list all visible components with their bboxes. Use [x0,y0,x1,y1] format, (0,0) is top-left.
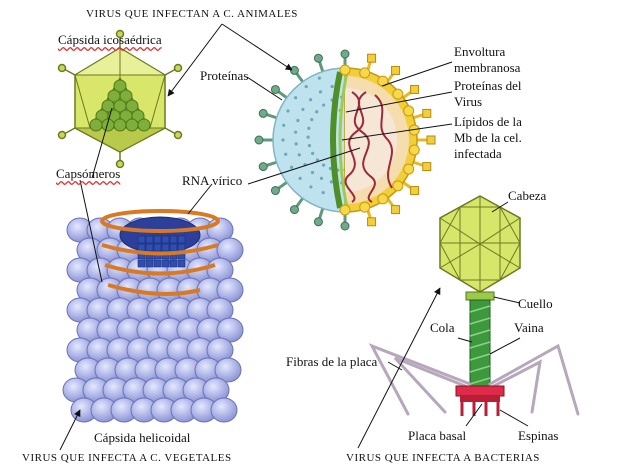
header-animal-viruses: VIRUS QUE INFECTAN A C. ANIMALES [86,8,298,20]
label-head: Cabeza [508,188,547,203]
label-icosahedral-capsid: Cápsida icosaédrica [58,32,162,47]
label-proteins: Proteínas [200,68,249,83]
label-spines: Espinas [518,428,559,443]
label-lipids-line1: Lípidos de la [454,114,522,129]
leader-lines [59,23,529,451]
label-tail-fibers: Fibras de la placa [286,354,378,369]
bacteriophage [368,195,580,416]
label-lipids-line2: Mb de la cel. [454,130,522,145]
header-bacteria-viruses: VIRUS QUE INFECTA A BACTERIAS [346,452,540,464]
label-envelope-line2: membranosa [454,60,521,75]
label-sheath: Vaina [514,320,544,335]
label-virus-proteins-line1: Proteínas del [454,78,522,93]
label-viral-rna: RNA vírico [182,173,243,188]
label-neck: Cuello [518,296,553,311]
icosahedral-capsid [57,29,183,169]
label-lipids-line3: infectada [454,146,502,161]
label-virus-proteins-line2: Virus [454,94,483,109]
header-plant-viruses: VIRUS QUE INFECTA A C. VEGETALES [22,452,232,464]
label-tail: Cola [430,320,455,335]
label-base-plate: Placa basal [408,428,467,443]
label-capsomeres: Capsómeros [56,166,121,181]
label-helical-capsid: Cápsida helicoidal [94,430,191,445]
helical-capsid [62,209,244,423]
label-envelope-line1: Envoltura [454,44,506,59]
capsomere-cluster [89,79,151,132]
